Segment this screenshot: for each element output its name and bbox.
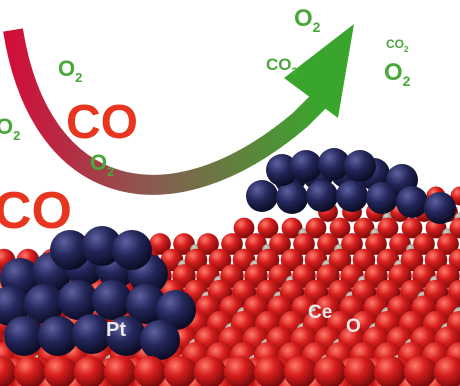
atom-labels: Pt Ce O bbox=[106, 302, 361, 341]
oxygen-atom bbox=[437, 233, 459, 255]
oxygen-atom bbox=[344, 356, 376, 386]
platinum-atom bbox=[344, 150, 376, 182]
co-large-label-1: CO bbox=[66, 96, 138, 149]
oxygen-atom bbox=[293, 233, 315, 255]
oxygen-atom bbox=[413, 233, 435, 255]
platinum-atom bbox=[266, 154, 298, 186]
oxygen-atom bbox=[341, 233, 363, 255]
oxygen-atom bbox=[401, 217, 423, 239]
oxygen-atom bbox=[245, 233, 267, 255]
o-label: O bbox=[346, 316, 361, 337]
o2-label-3: O2 bbox=[90, 150, 114, 179]
oxygen-atom bbox=[0, 356, 16, 386]
platinum-atom bbox=[4, 316, 44, 356]
oxygen-atom bbox=[257, 217, 279, 239]
oxygen-atom bbox=[208, 248, 232, 272]
oxygen-atom bbox=[376, 248, 400, 272]
oxygen-atom bbox=[377, 217, 399, 239]
platinum-atom bbox=[366, 182, 398, 214]
ceria-lattice bbox=[0, 148, 460, 386]
platinum-atom bbox=[82, 226, 122, 266]
oxygen-atom bbox=[74, 356, 106, 386]
o2-label-1: O2 bbox=[58, 56, 82, 85]
platinum-atom bbox=[276, 182, 308, 214]
gas-molecules: CO CO O2 O2 O2 O2 O2 CO2 CO2 bbox=[0, 5, 411, 240]
oxygen-atom bbox=[256, 248, 280, 272]
oxygen-atom bbox=[134, 356, 166, 386]
oxygen-atom bbox=[389, 233, 411, 255]
oxygen-atom bbox=[400, 248, 424, 272]
oxygen-atom bbox=[184, 248, 208, 272]
oxygen-atom bbox=[164, 356, 196, 386]
oxygen-atom bbox=[232, 248, 256, 272]
oxygen-atom bbox=[104, 356, 136, 386]
platinum-atom bbox=[112, 230, 152, 270]
co-large-label-2: CO bbox=[0, 182, 72, 240]
platinum-atom bbox=[424, 192, 456, 224]
oxygen-atom bbox=[434, 356, 460, 386]
oxygen-atom bbox=[173, 233, 195, 255]
oxygen-atom bbox=[160, 248, 184, 272]
oxygen-atom bbox=[404, 356, 436, 386]
ce-label: Ce bbox=[308, 302, 332, 323]
platinum-atom bbox=[140, 320, 180, 360]
platinum-atom bbox=[92, 280, 132, 320]
platinum-atom bbox=[50, 230, 90, 270]
oxygen-atom bbox=[284, 356, 316, 386]
oxygen-atom bbox=[424, 248, 448, 272]
oxygen-atom bbox=[374, 356, 406, 386]
platinum-atom bbox=[318, 148, 350, 180]
o2-label-2: O2 bbox=[0, 114, 20, 143]
oxygen-atom bbox=[317, 233, 339, 255]
curved-arrow-icon bbox=[3, 24, 354, 195]
oxygen-atom bbox=[197, 233, 219, 255]
platinum-atom bbox=[38, 316, 78, 356]
pt-label: Pt bbox=[106, 319, 126, 341]
platinum-atom bbox=[336, 180, 368, 212]
oxygen-atom bbox=[449, 217, 460, 239]
oxygen-atom bbox=[329, 217, 351, 239]
platinum-atom bbox=[306, 180, 338, 212]
platinum-atom bbox=[126, 284, 166, 324]
platinum-atom bbox=[106, 316, 146, 356]
oxygen-atom bbox=[224, 356, 256, 386]
oxygen-atom bbox=[221, 233, 243, 255]
oxygen-atom bbox=[365, 233, 387, 255]
oxygen-atom bbox=[44, 356, 76, 386]
platinum-atom bbox=[156, 290, 196, 330]
oxygen-atom bbox=[269, 233, 291, 255]
oxygen-atom bbox=[305, 217, 327, 239]
oxygen-atom bbox=[194, 356, 226, 386]
platinum-atom bbox=[58, 280, 98, 320]
o2-label-4: O2 bbox=[294, 5, 321, 35]
oxygen-atom bbox=[328, 248, 352, 272]
oxygen-atom bbox=[352, 248, 376, 272]
oxygen-atom bbox=[314, 356, 346, 386]
platinum-atom bbox=[246, 180, 278, 212]
platinum-atom bbox=[0, 286, 30, 326]
oxygen-atom bbox=[353, 217, 375, 239]
platinum-atom bbox=[396, 186, 428, 218]
oxygen-atom bbox=[304, 248, 328, 272]
oxygen-atom bbox=[280, 248, 304, 272]
platinum-atom bbox=[24, 284, 64, 324]
platinum-atom bbox=[290, 150, 322, 182]
oxygen-atom bbox=[281, 217, 303, 239]
oxygen-atom bbox=[233, 217, 255, 239]
o2-label-5: O2 bbox=[384, 59, 411, 89]
oxygen-atom bbox=[14, 356, 46, 386]
co2-label-2: CO2 bbox=[386, 37, 409, 54]
co2-label-1: CO2 bbox=[266, 55, 298, 78]
oxygen-atom bbox=[149, 233, 171, 255]
platinum-atom bbox=[72, 314, 112, 354]
oxygen-atom bbox=[254, 356, 286, 386]
